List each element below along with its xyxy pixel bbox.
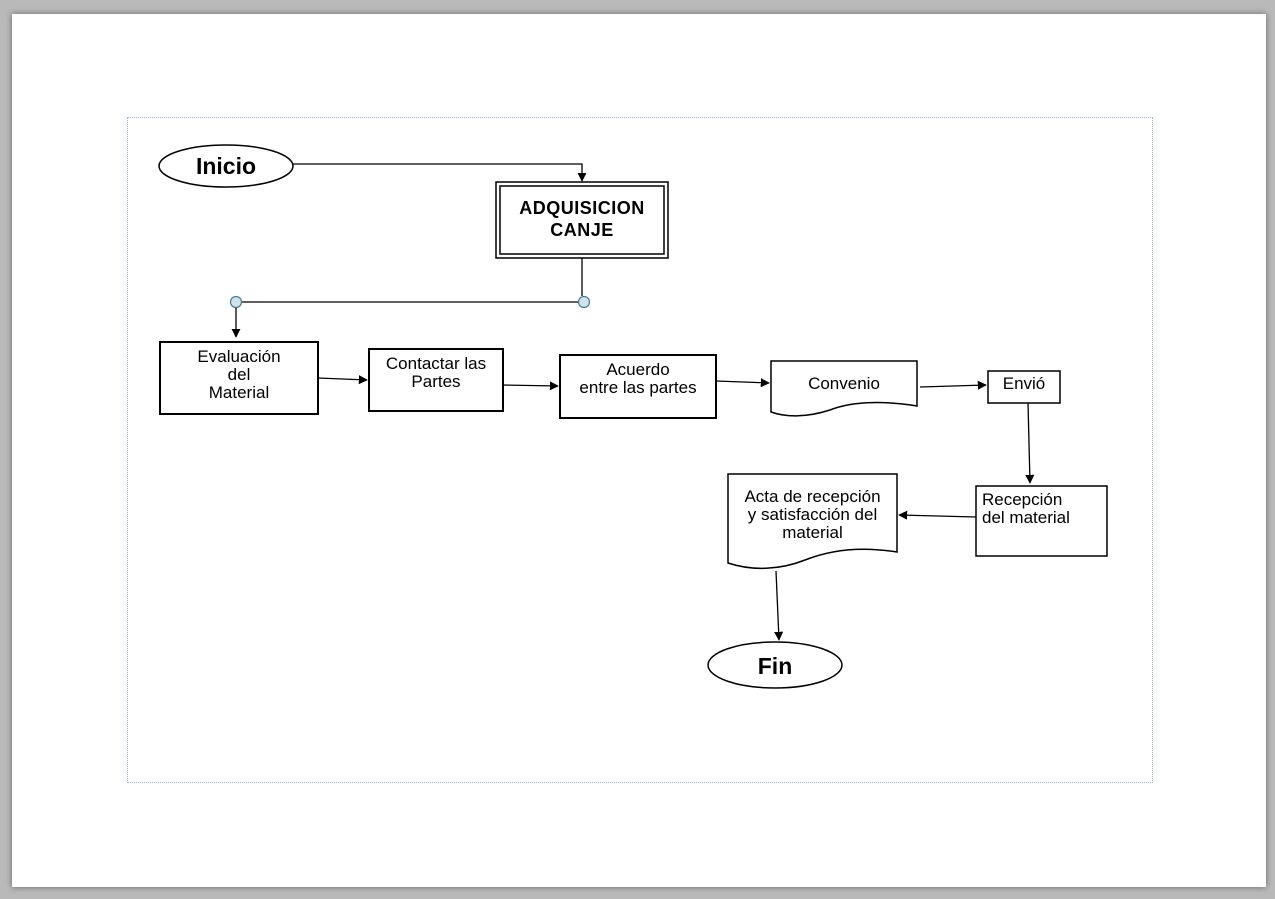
connector-envio-recepcion	[1025, 402, 1035, 484]
contactar-box[interactable]	[368, 348, 504, 412]
contactar-label: Contactar las Partes	[385, 354, 487, 391]
connector-handle-left[interactable]	[229, 295, 243, 309]
fin-terminal[interactable]	[707, 641, 843, 689]
acta-document-shape[interactable]	[727, 473, 898, 570]
recepcion-label: Recepción del material	[982, 490, 1070, 527]
acuerdo-box[interactable]	[559, 354, 717, 419]
connector-recepcion-acta	[898, 510, 977, 520]
recepcion-box[interactable]	[975, 485, 1108, 557]
connector-handle-right[interactable]	[577, 295, 591, 309]
connector-acta-fin	[774, 570, 784, 641]
connector-convenio-envio	[919, 380, 987, 390]
inicio-terminal[interactable]	[158, 144, 294, 188]
convenio-label: Convenio	[808, 374, 880, 393]
diagram-frame	[127, 117, 1153, 783]
connector-inicio-adquisicion	[293, 163, 587, 182]
adquisicion-box-inner	[499, 185, 665, 255]
connector-evaluacion-contactar	[317, 375, 368, 385]
envio-label: Envió	[1002, 374, 1046, 393]
envio-box[interactable]	[987, 370, 1061, 404]
adquisicion-box-outer[interactable]	[495, 181, 669, 259]
adquisicion-label: ADQUISICION CANJE	[519, 198, 645, 240]
convenio-document-shape[interactable]	[770, 360, 918, 417]
connector-acuerdo-convenio	[715, 378, 770, 388]
acta-label: Acta de recepción y satisfacción del mat…	[744, 487, 881, 542]
fin-label: Fin	[757, 653, 793, 679]
connector-contactar-acuerdo	[502, 381, 559, 391]
inicio-label: Inicio	[195, 153, 257, 179]
evaluacion-label: Evaluación del Material	[197, 347, 281, 402]
acuerdo-label: Acuerdo entre las partes	[579, 360, 697, 397]
